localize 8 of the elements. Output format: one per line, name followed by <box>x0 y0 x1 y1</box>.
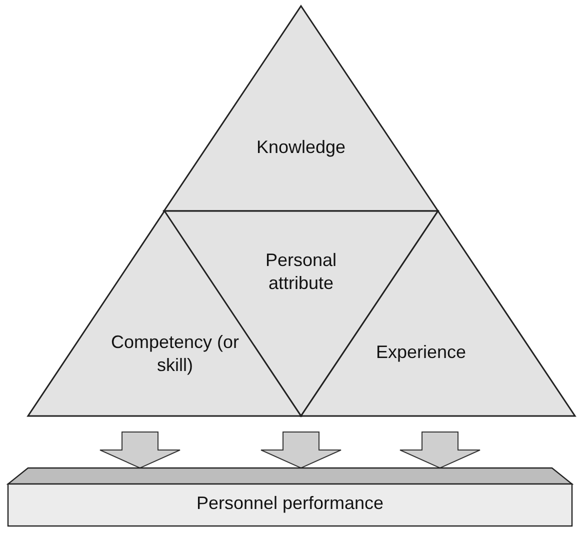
node-label: Personal attribute <box>264 249 338 296</box>
block-arrow <box>100 432 180 469</box>
block-arrow <box>260 432 342 469</box>
node-label: Personnel performance <box>195 492 385 515</box>
block-arrow <box>400 432 480 469</box>
node-label: Competency (or skill) <box>110 331 240 378</box>
node-label: Experience <box>374 341 468 364</box>
node-label: Knowledge <box>255 136 347 159</box>
